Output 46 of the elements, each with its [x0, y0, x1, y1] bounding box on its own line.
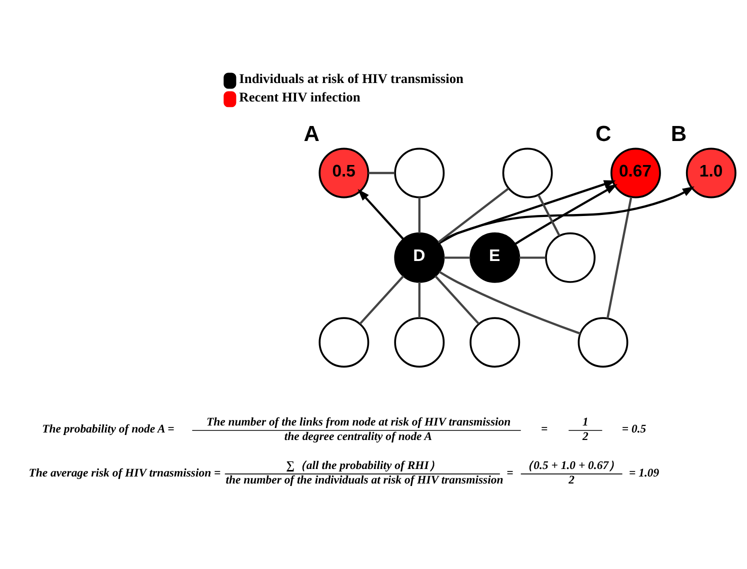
node-circle: E — [470, 232, 520, 283]
connector — [444, 256, 470, 259]
label: = 0.5 — [622, 422, 646, 436]
node-circle — [545, 232, 596, 283]
connector — [537, 194, 560, 236]
connector — [519, 256, 546, 259]
connector — [438, 270, 581, 335]
label: = — [540, 422, 548, 436]
label: = 1.09 — [629, 466, 660, 480]
label: 2 — [582, 430, 588, 443]
arrow — [358, 189, 404, 240]
connector — [418, 197, 420, 234]
connector — [606, 196, 632, 319]
node-circle — [470, 317, 520, 368]
label: the number of the individuals at risk of HIV transmission — [226, 473, 504, 486]
node-circle — [394, 317, 445, 368]
label: The average risk of HIV trnasmission = — [28, 466, 221, 480]
label: 2 — [568, 473, 574, 486]
connector — [434, 275, 480, 325]
node-circle: 1.0 — [686, 148, 736, 198]
connector — [438, 188, 510, 244]
label: 1 — [582, 416, 588, 429]
arrow — [438, 180, 616, 244]
arrow — [438, 186, 694, 244]
label: = — [506, 466, 514, 480]
label: the degree centrality of node A — [284, 430, 432, 443]
node-label: C — [595, 120, 612, 146]
legend-label: Recent HIV infection — [239, 90, 360, 105]
node-circle — [502, 148, 553, 198]
node-circle — [318, 317, 370, 368]
node-circle: 0.67 — [610, 148, 661, 198]
node-circle: 0.5 — [318, 148, 370, 198]
label: （0.5 + 1.0 + 0.67） — [522, 459, 621, 472]
label: ∑（all the probability of RHI） — [286, 459, 441, 472]
connector — [359, 275, 404, 325]
connector — [368, 172, 395, 174]
node-label: A — [304, 120, 320, 146]
node-circle — [394, 148, 445, 198]
connector — [418, 282, 420, 318]
label: The probability of node A = — [42, 422, 174, 436]
legend-label: Individuals at risk of HIV transmission — [239, 71, 464, 86]
node-label: B — [670, 120, 687, 146]
label: The number of the links from node at risk of HIV transmission — [206, 416, 511, 429]
node-circle — [578, 317, 628, 368]
node-circle: D — [394, 232, 445, 283]
arrow — [514, 184, 618, 245]
